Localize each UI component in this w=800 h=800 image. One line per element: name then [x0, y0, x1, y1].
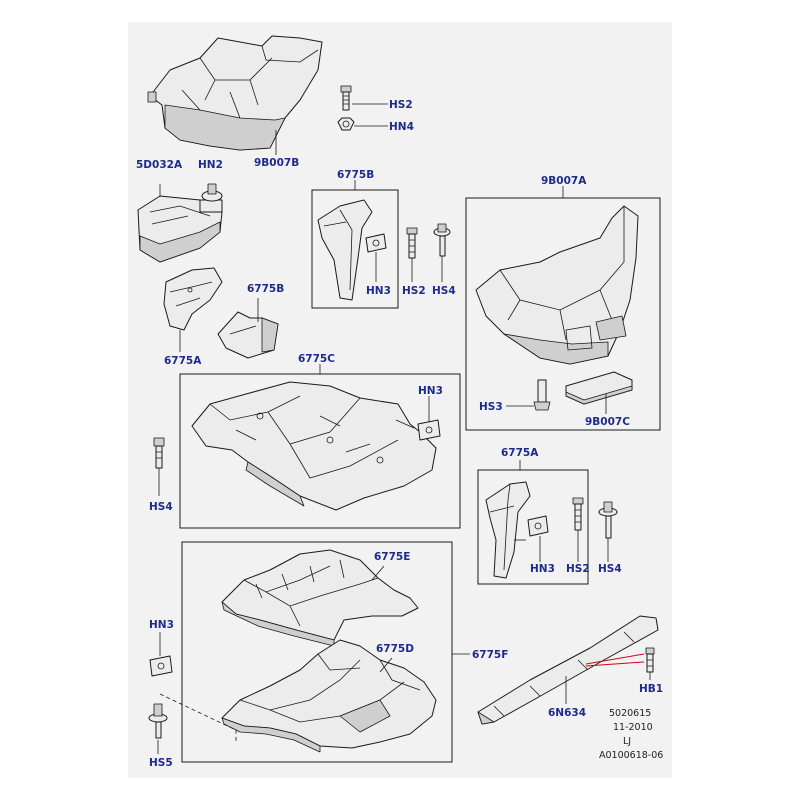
ref-code: A0100618-06 [599, 750, 663, 761]
label-6775d: 6775D [376, 643, 414, 655]
label-hn3-left: HN3 [149, 619, 174, 631]
label-hs3: HS3 [479, 401, 503, 413]
label-6n634: 6N634 [548, 707, 586, 719]
label-9b007a: 9B007A [541, 175, 587, 187]
hb1-leader-red [585, 653, 645, 667]
part-6n634-drawing [477, 615, 659, 725]
box-6775f-group [181, 541, 453, 763]
label-hs4-a: HS4 [598, 563, 622, 575]
bolt-hs4-a [598, 501, 618, 539]
part-9b007c-drawing [565, 371, 633, 405]
part-6775c-drawing [191, 381, 437, 511]
label-6775a-box: 6775A [501, 447, 539, 459]
part-9b007b-drawing [147, 35, 323, 151]
bolt-hs3 [533, 379, 551, 411]
label-hb1: HB1 [639, 683, 663, 695]
nut-hn3-b [365, 233, 387, 253]
label-6775b-loose: 6775B [247, 283, 284, 295]
label-hs5: HS5 [149, 757, 173, 769]
label-6775e: 6775E [374, 551, 410, 563]
label-5d032a: 5D032A [136, 159, 183, 171]
bolt-hs4-b [433, 223, 451, 257]
label-hn4-top: HN4 [389, 121, 414, 133]
part-6775d-drawing [221, 639, 437, 753]
label-6775b-box: 6775B [337, 169, 374, 181]
nut-hn4-top [337, 117, 355, 131]
part-6775b-loose-drawing [217, 311, 279, 359]
label-hs2-top: HS2 [389, 99, 413, 111]
ref-initials: LJ [623, 736, 631, 747]
bolt-hs2-b [406, 227, 418, 259]
label-hs4-b: HS4 [432, 285, 456, 297]
bracket-6775b-boxed [317, 199, 373, 301]
bolt-hs5 [148, 703, 168, 739]
bolt-hs4-left [153, 437, 165, 469]
nut-hn2 [201, 183, 223, 202]
label-9b007b: 9B007B [254, 157, 299, 169]
box-6775a-group [477, 469, 589, 585]
part-6775a-loose-drawing [163, 267, 223, 331]
part-9b007a-drawing [475, 205, 639, 365]
bolt-hs2-top [340, 85, 352, 111]
label-6775f: 6775F [472, 649, 508, 661]
hs5-leader [159, 693, 237, 742]
bracket-6775a-boxed [485, 481, 531, 579]
ref-date: 11-2010 [613, 722, 653, 733]
label-hn3-b: HN3 [366, 285, 391, 297]
label-9b007c: 9B007C [585, 416, 630, 428]
label-hs2-a: HS2 [566, 563, 590, 575]
label-hs2-b: HS2 [402, 285, 426, 297]
label-hs4-left: HS4 [149, 501, 173, 513]
label-6775a-loose: 6775A [164, 355, 202, 367]
label-hn3-c: HN3 [418, 385, 443, 397]
label-hn2: HN2 [198, 159, 223, 171]
label-6775c: 6775C [298, 353, 335, 365]
ref-number: 5020615 [609, 708, 651, 719]
nut-hn3-c [417, 419, 441, 441]
nut-hn3-left [149, 655, 173, 677]
label-hn3-a: HN3 [530, 563, 555, 575]
part-5d032a-drawing [137, 195, 223, 263]
bolt-hb1 [645, 647, 655, 673]
nut-hn3-a [527, 515, 549, 537]
part-6775e-drawing [221, 549, 419, 647]
bolt-hs2-a [572, 497, 584, 531]
